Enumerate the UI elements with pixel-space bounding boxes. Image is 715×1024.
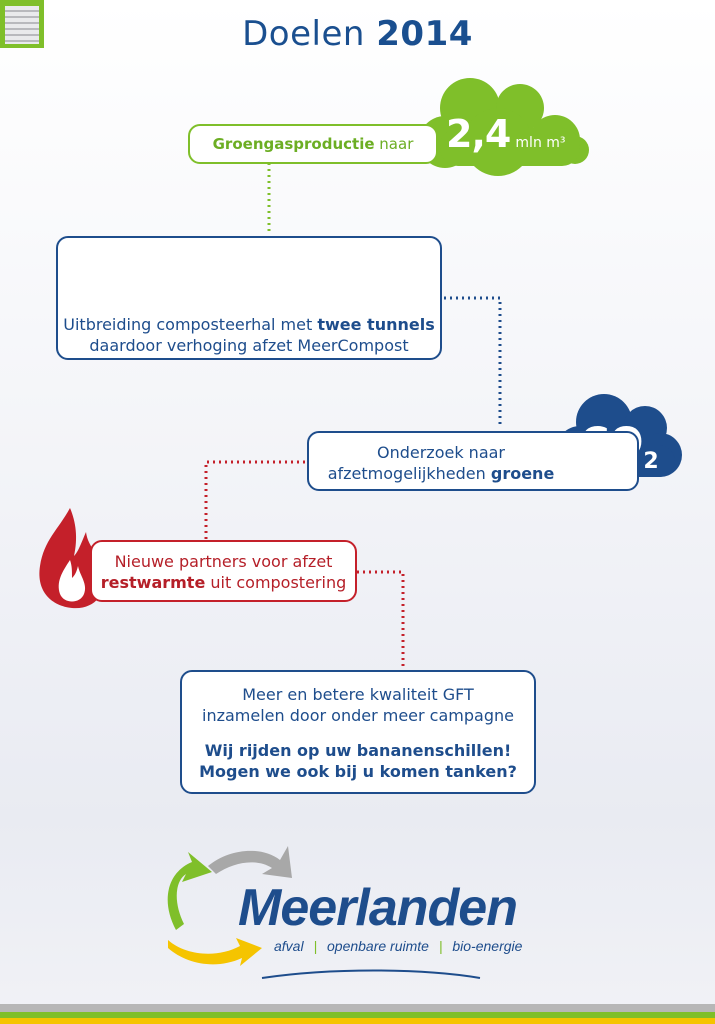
title-prefix: Doelen: [242, 14, 365, 54]
meerlanden-logo: Meerlanden afval | openbare ruimte | bio…: [238, 880, 558, 954]
title-year: 2014: [376, 14, 473, 54]
footer-bar-green: [0, 1012, 715, 1018]
footer-bars: [0, 1004, 715, 1024]
flame-icon: [39, 508, 105, 609]
partners-box: Nieuwe partners voor afzet restwarmte ui…: [90, 540, 357, 602]
compost-box: Uitbreiding composteerhal met twee tunne…: [56, 236, 442, 360]
connector-compost-onderzoek: [444, 296, 502, 428]
page-title: Doelen 2014: [0, 14, 715, 54]
connector-onderzoek-partners: [204, 460, 305, 540]
logo-swoosh: [261, 969, 481, 979]
footer-bar-gray: [0, 1004, 715, 1012]
logo-tagline: afval | openbare ruimte | bio-energie: [274, 938, 523, 954]
logo-name: Meerlanden: [238, 879, 518, 937]
footer-bar-yellow: [0, 1018, 715, 1024]
groengas-box: Groengasproductie naar: [188, 124, 438, 164]
connector-partners-gft: [357, 570, 405, 668]
green-cloud-unit: mln m³: [515, 135, 566, 151]
gft-box: Meer en betere kwaliteit GFT inzamelen d…: [180, 670, 536, 794]
co2-subscript: 2: [643, 449, 659, 474]
logo-arrows-icon: [167, 846, 292, 966]
compost-tunnels-icon: [0, 0, 425, 301]
green-cloud-value: 2,4 mln m³: [446, 112, 566, 156]
onderzoek-box: Onderzoek naar afzetmogelijkheden groene: [307, 431, 639, 491]
